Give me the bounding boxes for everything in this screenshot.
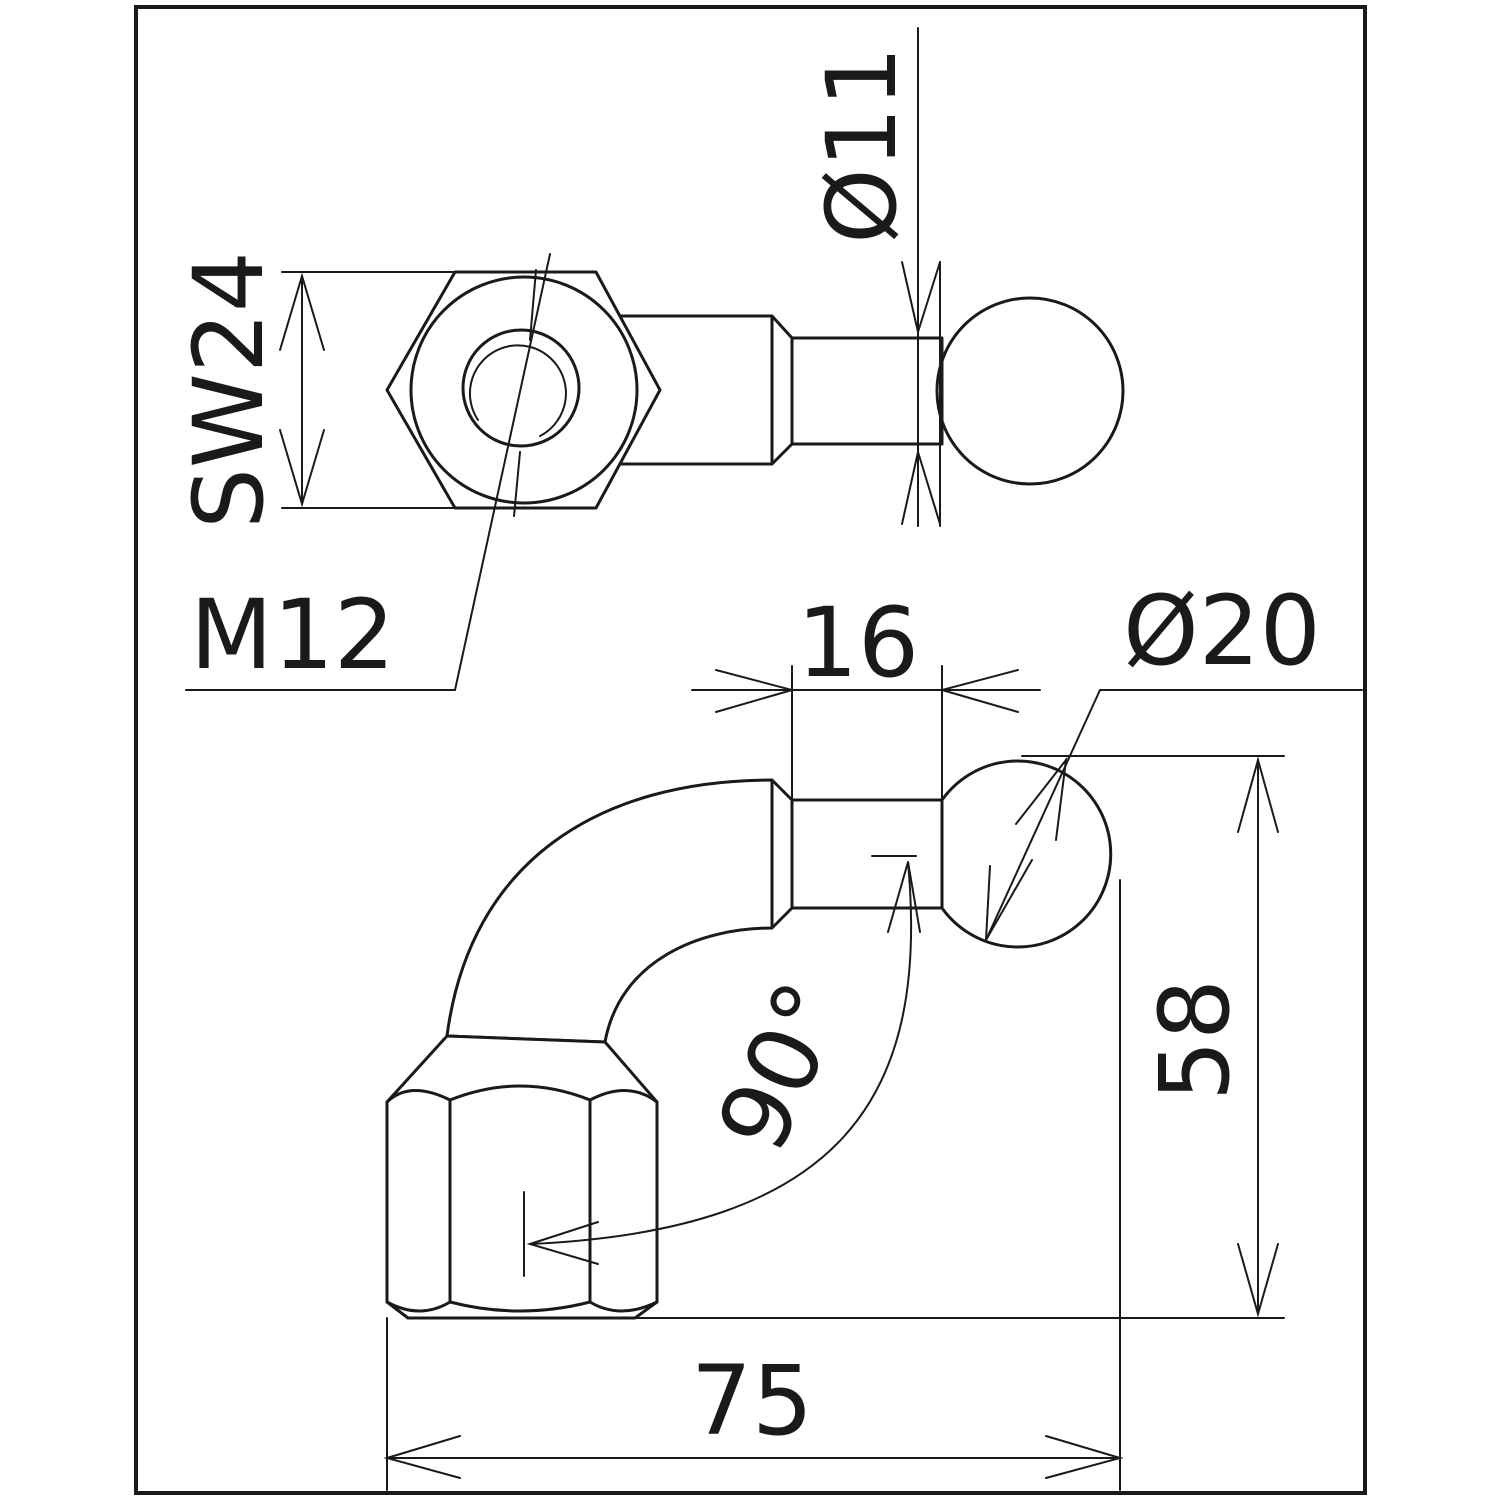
d11-dimension: Ø11	[806, 27, 941, 527]
w75-dimension: 75	[383, 879, 1124, 1491]
h58-dimension: 58	[597, 755, 1285, 1319]
side-hex-nut	[385, 1034, 659, 1320]
top-nut-bore	[461, 328, 581, 448]
top-view	[385, 270, 1125, 510]
m12-label: M12	[190, 579, 395, 691]
drawing-frame	[134, 5, 1367, 1495]
len16-label: 16	[797, 587, 919, 699]
nut-face-left	[385, 1089, 452, 1313]
side-ball	[940, 759, 1113, 949]
m12-dimension: M12	[185, 253, 551, 691]
nut-face-right	[588, 1089, 659, 1313]
side-view	[385, 759, 1113, 1320]
elbow-outer	[445, 778, 774, 1044]
top-nut-chamfer	[409, 275, 639, 505]
sw24-dimension: SW24	[173, 251, 456, 529]
d20-dimension: Ø20	[985, 575, 1363, 941]
len16-dimension: 16	[691, 587, 1041, 801]
h58-label: 58	[1139, 979, 1251, 1101]
w75-label: 75	[691, 1345, 813, 1457]
top-ball	[935, 296, 1125, 486]
top-shaft	[616, 314, 944, 466]
angle90-label: 90°	[696, 966, 868, 1167]
nut-face-mid	[448, 1084, 592, 1313]
d20-label: Ø20	[1123, 575, 1321, 687]
d11-label: Ø11	[806, 46, 918, 244]
sw24-label: SW24	[173, 251, 285, 529]
